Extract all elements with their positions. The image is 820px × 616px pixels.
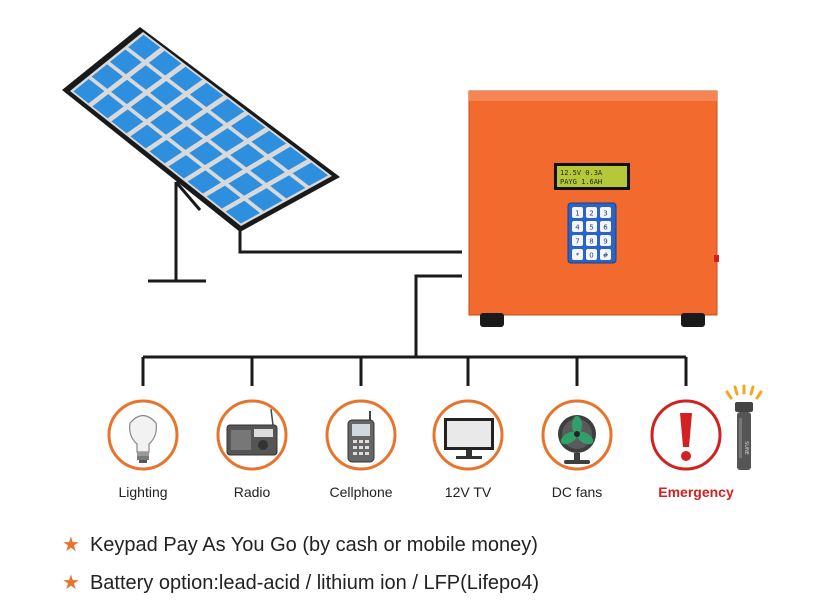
feature-keypad-text: Keypad Pay As You Go (by cash or mobile … (89, 534, 538, 556)
solar-cell (149, 139, 183, 164)
wiring (141, 230, 688, 386)
solar-cell (189, 141, 223, 166)
feature-battery: ★ Battery option:lead-acid / lithium ion … (62, 570, 539, 595)
keypad-key (586, 235, 597, 246)
solar-cell (150, 80, 183, 106)
load-label-cellphone: Cellphone (329, 484, 393, 500)
keypad-key-label: # (603, 252, 609, 260)
solar-cell (148, 50, 182, 76)
solar-cell (189, 82, 224, 108)
light-bulb-icon (129, 414, 157, 463)
flashlight-icon: SUNE (725, 384, 763, 470)
solar-cell (91, 64, 124, 89)
feature-battery-text: Battery option:lead-acid / lithium ion /… (89, 572, 540, 594)
solar-cell (250, 159, 285, 183)
load-circles (107, 399, 722, 471)
solar-cell (150, 110, 183, 135)
keypad-key-label: 9 (603, 238, 607, 246)
keypad-key-label: 5 (589, 224, 593, 232)
keypad-key-label: 4 (575, 224, 580, 232)
keypad-key (586, 221, 597, 232)
lcd-line1: 12.5V 0.3A (560, 169, 603, 177)
keypad-key (586, 249, 597, 260)
keypad-key (586, 207, 597, 218)
fan-icon (558, 415, 596, 464)
solar-cell (270, 175, 306, 199)
solar-cell (247, 188, 283, 211)
solar-cell (230, 143, 265, 168)
solar-cell (130, 124, 163, 149)
flashlight-brand: SUNE (743, 441, 749, 455)
solar-cell (228, 172, 263, 196)
keypad-key (600, 207, 611, 218)
solar-cell (187, 170, 222, 194)
keypad: 1 2 3 4 5 6 7 8 9 * 0 # (567, 202, 617, 264)
solar-cell (109, 49, 142, 75)
solar-cell (111, 109, 144, 134)
keypad-key-label: * (576, 252, 580, 260)
solar-panel (62, 27, 340, 232)
solar-cell (92, 94, 124, 119)
solar-cell (210, 128, 245, 152)
cellphone-icon (347, 411, 375, 463)
solar-cell (210, 98, 245, 123)
solar-cell (169, 126, 203, 150)
solar-cell (130, 95, 163, 120)
load-label-radio: Radio (233, 484, 271, 500)
solar-cell (190, 112, 224, 137)
keypad-key (572, 235, 583, 246)
solar-cell (111, 79, 143, 105)
keypad-key (572, 221, 583, 232)
solar-cell (225, 200, 260, 224)
load-label-lighting: Lighting (118, 484, 168, 500)
exclamation-icon (680, 413, 692, 461)
solar-cell (130, 65, 163, 90)
solar-cell (73, 78, 105, 104)
load-label-tv: 12V TV (444, 484, 492, 500)
keypad-key-label: 2 (589, 210, 593, 218)
solar-panel-cells (73, 34, 329, 224)
load-label-emergency: Emergency (658, 484, 734, 500)
lcd-line2: PAYG 1.6AH (560, 178, 602, 186)
keypad-key-label: 6 (603, 224, 608, 232)
solar-cell (251, 130, 287, 155)
keypad-key (600, 249, 611, 260)
keypad-key-label: 1 (575, 210, 579, 218)
keypad-key (600, 235, 611, 246)
solar-cell (168, 155, 202, 179)
solar-cell (272, 146, 308, 171)
tv-icon (444, 418, 494, 459)
keypad-key-label: 7 (575, 238, 579, 246)
keypad-key-label: 3 (603, 210, 607, 218)
keypad-key (600, 221, 611, 232)
panel-stand (148, 181, 206, 283)
solar-cell (208, 157, 243, 181)
keypad-key-label: 0 (589, 252, 593, 260)
solar-cell (170, 96, 204, 121)
keypad-key (572, 249, 583, 260)
solar-cell (169, 66, 203, 92)
keypad-key-label: 8 (589, 238, 593, 246)
solar-cell (206, 185, 241, 209)
lcd-display: 12.5V 0.3A PAYG 1.6AH (554, 163, 630, 190)
radio-icon (226, 408, 278, 456)
solar-cell (230, 114, 266, 139)
keypad-key (572, 207, 583, 218)
solar-cell (128, 34, 161, 60)
star-icon: ★ (62, 572, 80, 594)
load-label-fans: DC fans (551, 484, 603, 500)
star-icon: ★ (62, 534, 80, 556)
feature-keypad: ★ Keypad Pay As You Go (by cash or mobile… (62, 532, 538, 557)
payg-controller: 12.5V 0.3A PAYG 1.6AH 1 2 3 4 5 6 7 8 9 * 0 # (468, 90, 719, 327)
solar-cell (292, 162, 329, 186)
